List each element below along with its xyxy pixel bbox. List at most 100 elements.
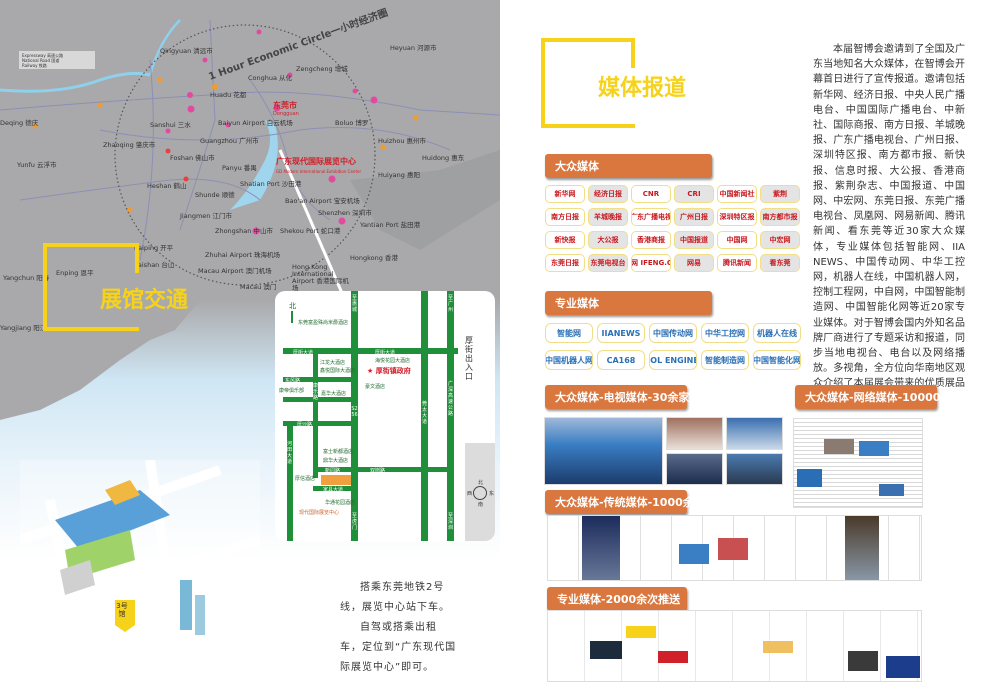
mass-media-logo: 深圳特区报 bbox=[717, 208, 757, 226]
road-label: 至广州 bbox=[447, 295, 453, 313]
pearl-river bbox=[230, 120, 278, 210]
mass-media-logo: 广东广播电视 bbox=[631, 208, 671, 226]
mass-media-logo: 中宏网 bbox=[760, 231, 800, 249]
city-label: Macau Airport 澳门机场 bbox=[198, 267, 272, 275]
city-label: Guangzhou 广州市 bbox=[200, 137, 259, 145]
legend-items: Expressway 高速公路 National Road 国道 Railway… bbox=[22, 53, 63, 68]
mass-media-header: 大众媒体 bbox=[545, 154, 712, 178]
compass-icon bbox=[473, 486, 487, 500]
river bbox=[0, 71, 151, 93]
mass-media-logo: 看东莞 bbox=[760, 254, 800, 272]
road-label: 至惠城 bbox=[351, 295, 357, 313]
north-arrow: 北 bbox=[289, 302, 296, 310]
site-plan-3d bbox=[20, 460, 260, 660]
city-label: Foshan 佛山市 bbox=[170, 154, 215, 162]
city-label: Zhongshan 中山市 bbox=[215, 227, 273, 235]
local-road-map: 北 南 西 东 北 厚街出入口 ★ 厚街镇政府 厚街大道 厚街大道 东风路 康乐… bbox=[275, 291, 495, 541]
north-arrow-icon bbox=[291, 311, 293, 323]
transit-instructions: 搭乘东莞地铁2号线，展览中心站下车。 自驾或搭乘出租车，定位到“广东现代国际展览… bbox=[340, 578, 458, 678]
map-legend bbox=[19, 51, 95, 69]
city-label: Qingyuan 清远市 bbox=[160, 47, 213, 55]
intro-paragraph: 本届智博会邀请到了全国及广东当地知名大众媒体，在智博会开幕首日进行了宣传报道。邀… bbox=[813, 44, 965, 405]
road-label: 至深圳 bbox=[447, 513, 453, 531]
city-label: Baiyun Airport 白云机场 bbox=[218, 119, 293, 127]
mass-media-logo: 新华网 bbox=[545, 185, 585, 203]
city-label: Shekou Port 蛇口港 bbox=[280, 227, 341, 235]
hotel-label: 海悦花园大酒店 bbox=[375, 358, 411, 364]
pro-media-logo: CA168 bbox=[597, 350, 645, 370]
mass-media-logo: 东莞电视台 bbox=[588, 254, 628, 272]
road-label: 厚沙路 bbox=[297, 422, 313, 428]
city-label: Heshan 鹤山 bbox=[147, 182, 187, 190]
city-label: Bao'an Airport 宝安机场 bbox=[285, 197, 360, 205]
highlight-city: 东莞市 bbox=[273, 101, 297, 110]
pro-media-logo: IIANEWS bbox=[597, 323, 645, 343]
pro-media-logo: 中国机器人网 bbox=[545, 350, 593, 370]
roads bbox=[0, 19, 500, 261]
mass-media-logo: 东莞日报 bbox=[545, 254, 585, 272]
mass-media-logo: 南方日报 bbox=[545, 208, 585, 226]
mass-media-logo: CNR bbox=[631, 185, 671, 203]
tv-photo bbox=[726, 453, 783, 485]
mass-media-logo: 南方都市报 bbox=[760, 208, 800, 226]
hotel-label: 江龙大酒店 bbox=[320, 360, 346, 366]
hotel-label: 富士新都酒店 bbox=[323, 449, 354, 455]
road-label: 莞太大道 bbox=[421, 401, 427, 425]
road-label: 厚街大道 bbox=[293, 350, 314, 356]
pro-media-logo: 机器人在线 bbox=[753, 323, 801, 343]
pro-media-header: 专业媒体 bbox=[545, 291, 712, 315]
city-label: Huidong 惠东 bbox=[422, 154, 465, 162]
print-collage bbox=[547, 515, 922, 581]
legend-expressway: Expressway 高速公路 bbox=[22, 53, 63, 58]
tv-photo bbox=[544, 417, 663, 485]
legend-railway: Railway 铁路 bbox=[22, 63, 47, 68]
tv-photo bbox=[666, 417, 723, 450]
venue-sublabel: GD Modern International Exhibition Cente… bbox=[276, 169, 362, 174]
pro-media-logo: 中国传动网 bbox=[649, 323, 697, 343]
city-label: Taishan 台山 bbox=[135, 261, 175, 269]
city-label: Yangjiang 阳江 bbox=[0, 324, 47, 332]
city-label: Deqing 德庆 bbox=[0, 119, 39, 127]
venue-building bbox=[321, 475, 351, 485]
city-label: Huiyang 惠阳 bbox=[378, 171, 420, 179]
city-label: Huadu 花都 bbox=[210, 91, 247, 99]
legend-national-road: National Road 国道 bbox=[22, 58, 60, 63]
left-page: 1 Hour Economic Circle一小时经济圈 Expressway … bbox=[0, 0, 500, 695]
mass-media-logo: 香港商报 bbox=[631, 231, 671, 249]
section-bracket bbox=[541, 38, 635, 128]
section-title: 展馆交通 bbox=[100, 288, 189, 313]
city-label: Kaiping 开平 bbox=[134, 244, 174, 252]
pro-collage bbox=[547, 610, 922, 682]
venue-label: 现代国际展览中心 bbox=[299, 510, 340, 516]
mass-media-logo: 新快报 bbox=[545, 231, 585, 249]
land-east bbox=[350, 150, 500, 250]
mass-media-logo: CRI bbox=[674, 185, 714, 203]
city-label: Shenzhen 深圳市 bbox=[318, 209, 372, 217]
city-label: Zhuhai Airport 珠海机场 bbox=[205, 251, 280, 259]
section-title: 媒体报道 bbox=[598, 76, 687, 101]
hall-label: 3号馆 bbox=[116, 602, 128, 618]
coverage-pro-header: 专业媒体-2000余次推送 bbox=[547, 587, 687, 611]
landmark-label: ★ 厚街镇政府 bbox=[367, 367, 411, 375]
landmark-name: 厚街镇政府 bbox=[375, 367, 411, 375]
pro-media-logo: 智能网 bbox=[545, 323, 593, 343]
mass-media-logo: 紫荆 bbox=[760, 185, 800, 203]
highway-exit-label: 厚街出入口 bbox=[465, 336, 473, 381]
city-label: Shatian Port 沙田港 bbox=[240, 180, 302, 188]
road-label: 家具大道 bbox=[323, 487, 344, 493]
mass-media-logo: 经济日报 bbox=[588, 185, 628, 203]
city-label: Boluo 博罗 bbox=[335, 119, 369, 127]
city-label: Shunde 顺德 bbox=[195, 191, 235, 199]
pro-media-logo: CONTROL ENGINEERING bbox=[649, 350, 697, 370]
hotel-label: 东莞富盈殊尚米爵酒店 bbox=[298, 320, 349, 326]
compass-south: 南 bbox=[478, 502, 484, 508]
hotel-label: 嘉华大酒店 bbox=[321, 391, 347, 397]
road-label: 广深高速公路 bbox=[447, 381, 453, 417]
city-label: Hong Kong International Airport 香港国际机场 bbox=[292, 263, 349, 292]
city-label: Zhaoqing 肇庆市 bbox=[103, 141, 156, 149]
callout-line bbox=[278, 149, 347, 301]
online-collage bbox=[793, 418, 923, 508]
regional-map: 1 Hour Economic Circle一小时经济圈 bbox=[0, 0, 500, 420]
mass-media-logo: 中国报道 bbox=[674, 231, 714, 249]
city-label: Heyuan 河源市 bbox=[390, 44, 437, 52]
